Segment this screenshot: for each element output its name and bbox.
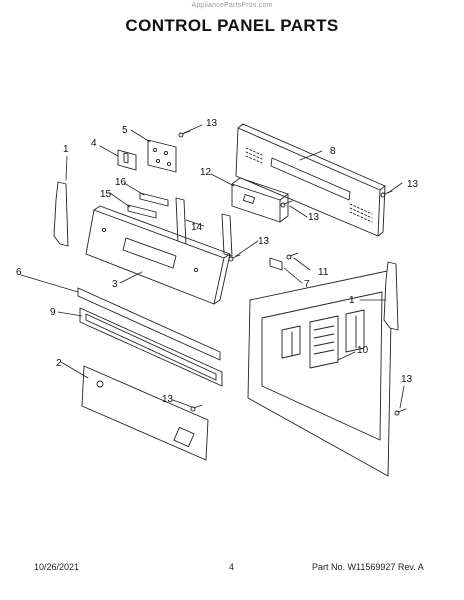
screw-glyphs bbox=[178, 130, 407, 416]
callout-1-left: 1 bbox=[63, 144, 69, 155]
callout-16: 16 bbox=[115, 177, 127, 188]
callout-10: 10 bbox=[357, 345, 369, 356]
callout-2: 2 bbox=[56, 358, 62, 369]
part-4-bracket bbox=[117, 149, 137, 171]
callout-11: 11 bbox=[318, 267, 329, 278]
callout-5: 5 bbox=[122, 125, 128, 136]
part-9-frame bbox=[79, 307, 223, 387]
part-8-rear-cover bbox=[235, 123, 386, 237]
callout-6: 6 bbox=[16, 267, 22, 278]
part-7-clip bbox=[269, 257, 283, 271]
site-watermark: AppliancePartsPros.com bbox=[191, 2, 273, 9]
part-14-bracket-b bbox=[221, 213, 233, 257]
callout-14: 14 bbox=[191, 222, 203, 233]
footer-date: 10/26/2021 bbox=[34, 562, 80, 572]
part-3-control-panel bbox=[85, 205, 231, 305]
part-5-board bbox=[147, 139, 177, 173]
callout-13-lower-right: 13 bbox=[401, 374, 413, 385]
callout-labels: 1 4 5 16 15 13 8 12 13 13 14 13 11 7 3 6… bbox=[16, 118, 419, 405]
callout-12: 12 bbox=[200, 167, 212, 178]
part-15-clip bbox=[127, 204, 157, 219]
leader-lines bbox=[20, 124, 405, 409]
part-1-left-endcap bbox=[53, 181, 69, 247]
part-6-trim bbox=[77, 287, 221, 361]
part-10-rear-panel bbox=[247, 269, 393, 477]
callout-13-top: 13 bbox=[206, 118, 218, 129]
callout-13-mid: 13 bbox=[308, 212, 320, 223]
page-title: CONTROL PANEL PARTS bbox=[125, 16, 339, 35]
part-2-lower-panel bbox=[81, 365, 209, 461]
part-1-right-endcap bbox=[383, 261, 399, 331]
callout-3: 3 bbox=[112, 279, 118, 290]
callout-15: 15 bbox=[100, 189, 112, 200]
callout-13-center: 13 bbox=[258, 236, 270, 247]
footer-page-number: 4 bbox=[229, 562, 235, 572]
callout-4: 4 bbox=[91, 138, 97, 149]
callout-7: 7 bbox=[304, 279, 310, 290]
callout-9: 9 bbox=[50, 307, 56, 318]
callout-8: 8 bbox=[330, 146, 336, 157]
part-12-module bbox=[231, 177, 289, 223]
callout-13-right: 13 bbox=[407, 179, 419, 190]
part-14-bracket-a bbox=[175, 197, 187, 247]
callout-1-right: 1 bbox=[349, 295, 355, 306]
footer-part-number: Part No. W11569927 Rev. A bbox=[312, 562, 424, 572]
part-16-strip bbox=[139, 192, 169, 207]
callout-13-lower: 13 bbox=[162, 394, 174, 405]
